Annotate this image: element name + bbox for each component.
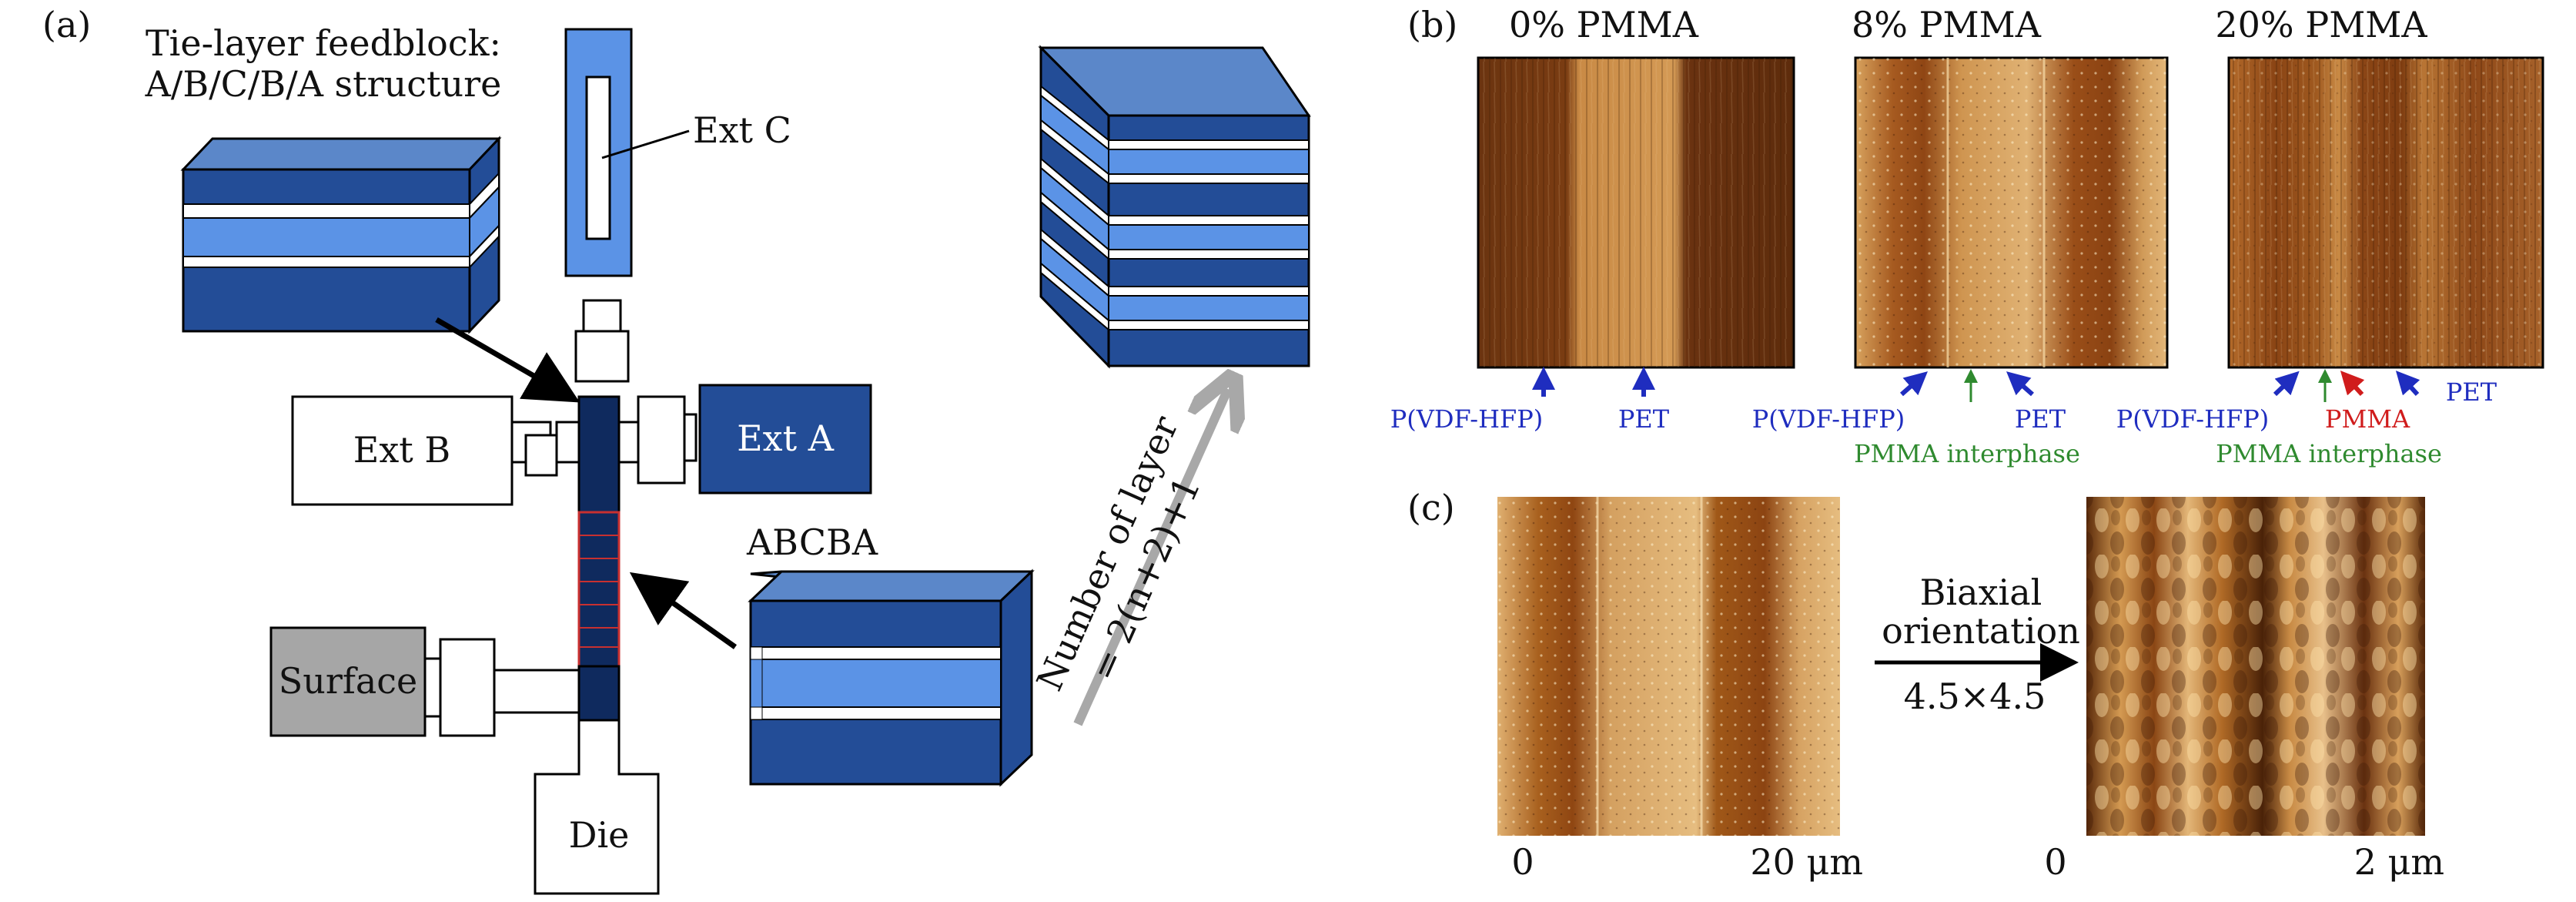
die-block: Die — [534, 719, 660, 895]
afm-title-8: 8% PMMA — [1852, 4, 2042, 45]
feedblock-title-line2: A/B/C/B/A structure — [145, 63, 502, 105]
abcba-arrow — [629, 572, 738, 649]
pvdf-arrow-20 — [2273, 371, 2300, 397]
ext-c-block: Ext C — [564, 28, 791, 277]
ext-a-label: Ext A — [737, 417, 835, 459]
panel-c: (c) Biaxial orientation 4.5×4.5 0 20 μm … — [1407, 487, 2444, 883]
surface-label: Surface — [279, 660, 418, 702]
interphase-label-20: PMMA interphase — [2216, 439, 2442, 468]
panel-a-label: (a) — [42, 4, 91, 45]
pvdf-label-20: P(VDF-HFP) — [2116, 404, 2269, 434]
pmma-arrow-20 — [2340, 371, 2365, 397]
biaxial-text-2: orientation — [1882, 610, 2080, 652]
afm-image-8pmma — [1854, 56, 2169, 369]
pmma-label-20: PMMA — [2325, 404, 2410, 434]
ext-b-label: Ext B — [353, 429, 450, 471]
ext-a-block: Ext A — [617, 384, 872, 495]
afm-image-0pmma — [1477, 56, 1795, 369]
pvdf-label-0: P(VDF-HFP) — [1390, 404, 1543, 434]
pet-arrow-8 — [2006, 371, 2034, 397]
afm-image-20pmma — [2227, 56, 2544, 369]
ext-c-label: Ext C — [693, 109, 791, 151]
feedblock-cube — [180, 136, 502, 334]
afm-image-before — [1497, 497, 1840, 836]
panel-b-label: (b) — [1407, 4, 1457, 45]
abcba-label: ABCBA — [746, 521, 878, 563]
pet-label-20: PET — [2446, 377, 2497, 407]
scale-right-start: 0 — [2044, 841, 2066, 883]
scale-right-end: 2 μm — [2354, 841, 2444, 883]
pet-arrow-20 — [2395, 371, 2420, 397]
panel-c-label: (c) — [1407, 487, 1455, 528]
die-label: Die — [569, 814, 630, 856]
pet-label-0: PET — [1618, 404, 1670, 434]
panel-a: (a) Tie-layer feedblock: A/B/C/B/A struc… — [42, 4, 1311, 895]
feedblock-title-line1: Tie-layer feedblock: — [146, 22, 501, 64]
afm-title-20: 20% PMMA — [2215, 4, 2427, 45]
biaxial-text-1: Biaxial — [1920, 572, 2042, 613]
panel-b: (b) 0% PMMA 8% PMMA 20% PMMA P(VDF-HFP) … — [1390, 4, 2544, 468]
scale-left-start: 0 — [1511, 841, 1534, 883]
feedblock-arrow — [435, 317, 580, 403]
biaxial-ratio: 4.5×4.5 — [1904, 676, 2046, 717]
pvdf-arrow-8 — [1900, 371, 1929, 397]
multilayer-cube — [1038, 45, 1311, 369]
scale-left-end: 20 μm — [1750, 841, 1863, 883]
surface-block: Surface — [269, 626, 580, 737]
layer-growth-arrow — [1073, 389, 1228, 726]
afm-title-0: 0% PMMA — [1509, 4, 1699, 45]
layer-multiplier-column — [577, 395, 621, 722]
afm-image-after — [2086, 497, 2425, 836]
abcba-cube — [748, 568, 1035, 787]
interphase-label-8: PMMA interphase — [1854, 439, 2080, 468]
pet-label-8: PET — [2015, 404, 2066, 434]
ext-b-block: Ext B — [291, 395, 580, 506]
pvdf-label-8: P(VDF-HFP) — [1752, 404, 1905, 434]
